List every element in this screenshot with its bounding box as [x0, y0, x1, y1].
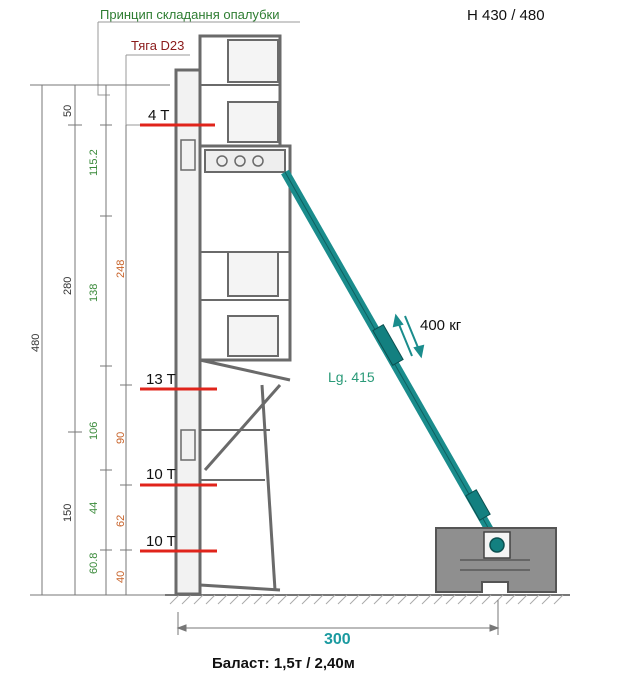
dim-black-3: 150 — [62, 503, 74, 522]
ground — [165, 594, 570, 605]
dim-orange-4: 40 — [115, 570, 127, 583]
anchor-load-3: 10 T — [146, 466, 176, 483]
dim-black-2: 280 — [62, 276, 74, 295]
ballast-label: Баласт: 1,5т / 2,40м — [212, 655, 355, 672]
span-dimension — [176, 600, 500, 635]
dim-black-1: 50 — [62, 104, 74, 117]
dimension-lines — [30, 84, 170, 596]
brace-length-label: Lg. 415 — [328, 369, 375, 385]
dim-green-4: 44 — [88, 501, 100, 514]
anchor-load-2: 13 T — [146, 371, 176, 388]
ballast-block — [435, 527, 557, 593]
dim-green-3: 106 — [88, 421, 100, 440]
push-pull-brace — [281, 169, 502, 548]
principle-label: Принцип складання опалубки — [100, 7, 280, 22]
dim-orange-2: 90 — [115, 431, 127, 444]
tie-label: Тяга D23 — [131, 38, 185, 53]
anchor-load-4: 10 T — [146, 533, 176, 550]
formwork-frame — [174, 34, 292, 596]
anchor-load-1: 4 T — [148, 107, 170, 124]
brace-force-label: 400 кг — [420, 317, 462, 334]
dim-overall: 480 — [30, 333, 42, 352]
dim-green-5: 60.8 — [88, 552, 100, 574]
dim-green-1: 115.2 — [88, 149, 100, 176]
dim-green-2: 138 — [88, 283, 100, 302]
force-arrows-icon — [392, 313, 425, 359]
dim-orange-1: 248 — [115, 259, 127, 278]
span-label: 300 — [324, 631, 351, 648]
anchor-lines — [140, 123, 217, 553]
dim-orange-3: 62 — [115, 514, 127, 527]
model-label: H 430 / 480 — [467, 7, 545, 24]
